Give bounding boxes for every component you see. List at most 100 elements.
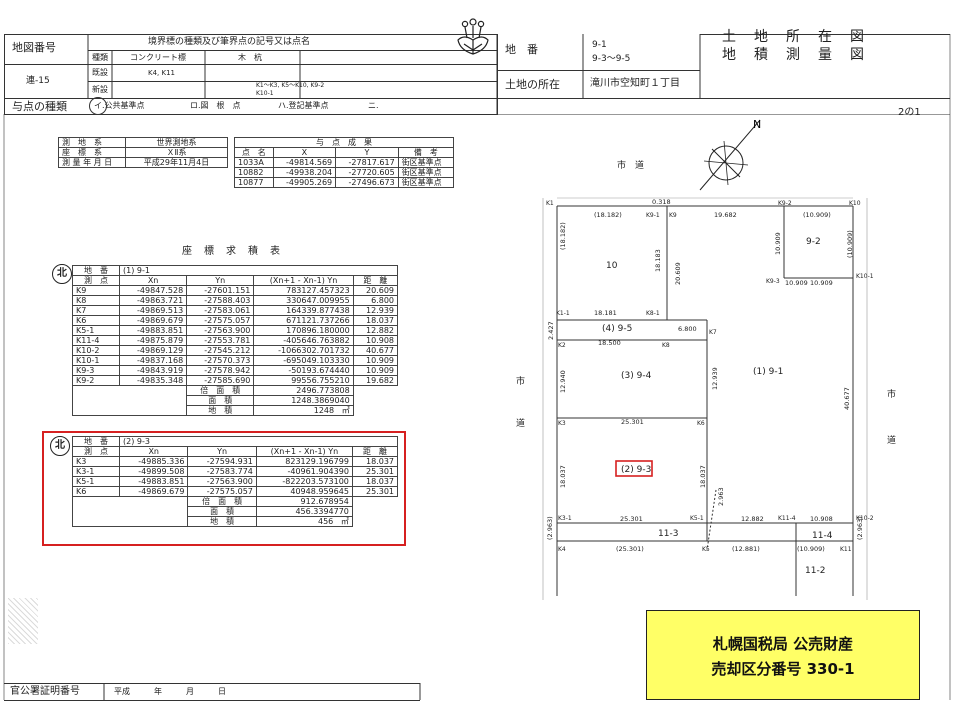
new-wood-2: K10-1 — [256, 90, 274, 97]
cert-number-label: 官公署証明番号 — [10, 686, 80, 697]
location-label: 土地の所在 — [505, 78, 560, 91]
given-points-table: 与 点 成 果 点 名 X Y 備 考 1033A-49814.569-2781… — [234, 137, 455, 188]
unit-label: ㎡ — [341, 406, 350, 415]
unit-label: ㎡ — [340, 517, 349, 526]
dim-20609: 20.609 — [674, 262, 682, 285]
point-k8: K8 — [662, 342, 670, 349]
road-right-1: 市 — [887, 388, 896, 400]
point-k10-2: K10-2 — [856, 515, 874, 522]
dim-10909vp: (10.909) — [846, 230, 854, 258]
highlight-box-9-3 — [42, 431, 406, 546]
point-k2: K2 — [558, 342, 566, 349]
page-number: 2の1 — [898, 107, 921, 118]
point-k3: K3 — [558, 420, 566, 427]
dim-2963: 2.963 — [717, 487, 725, 506]
lot-11-2: 11-2 — [805, 566, 825, 576]
seal-north-2: 北 — [50, 436, 70, 456]
title-location-map: 土 地 所 在 図 — [722, 29, 866, 45]
dim-18037a: 18.037 — [559, 465, 567, 488]
new-label: 新設 — [92, 85, 108, 94]
dim-18182: (18.182) — [594, 211, 622, 219]
seal-north-1: 北 — [52, 264, 72, 284]
point-k8-1: K8-1 — [646, 310, 660, 317]
boundary-title: 境界標の種類及び筆界点の記号又は点名 — [148, 37, 311, 47]
lot-9-4: (3) 9-4 — [621, 371, 652, 381]
dim-18500: 18.500 — [598, 339, 621, 347]
point-k11: K11 — [840, 546, 852, 553]
point-k9: K9 — [669, 212, 677, 219]
given-point-option-3: ハ.登記基準点 — [278, 101, 329, 110]
point-k3-1: K3-1 — [558, 515, 572, 522]
lot-9-5: (4) 9-5 — [602, 324, 632, 334]
point-k5: K5 — [702, 546, 710, 553]
lot-9-2: 9-2 — [806, 237, 821, 247]
lot-9-3-highlight — [615, 460, 653, 477]
point-k9-2: K9-2 — [778, 200, 792, 207]
road-left-2: 道 — [516, 417, 525, 429]
dim-12881: (12.881) — [732, 545, 760, 553]
kind-label: 種類 — [92, 53, 108, 62]
map-number-label: 地図番号 — [12, 41, 56, 54]
point-k9-1: K9-1 — [646, 212, 660, 219]
wood-label: 木 杭 — [238, 53, 262, 62]
concrete-label: コンクリート標 — [130, 53, 186, 62]
stamp-smudge — [8, 598, 38, 644]
point-k1: K1 — [546, 200, 554, 207]
land-area-value: 1248 — [313, 406, 335, 415]
existing-label: 既設 — [92, 68, 108, 77]
public-sale-notice: 札幌国税局 公売財産 売却区分番号 330-1 — [646, 610, 920, 700]
road-right-2: 道 — [887, 434, 896, 446]
lot-10: 10 — [606, 261, 618, 271]
dim-12882: 12.882 — [741, 515, 764, 523]
dim-12940: 12.940 — [559, 370, 567, 393]
given-point-option-1: イ.公共基準点 — [94, 101, 145, 110]
road-left-1: 市 — [516, 375, 525, 387]
table-cell: 25.301 — [351, 486, 399, 497]
dim-2427: 2.427 — [547, 321, 555, 340]
given-point-label: 与点の種類 — [12, 100, 67, 113]
dim-2963r: (2.963) — [856, 516, 864, 540]
land-area-value: 456 — [317, 517, 334, 526]
notice-line-1: 札幌国税局 公売財産 — [712, 635, 854, 653]
dim-25301p: (25.301) — [616, 545, 644, 553]
point-k5-1: K5-1 — [690, 515, 704, 522]
point-k1-1: K1-1 — [556, 310, 570, 317]
cert-date: 平成 年 月 日 — [114, 687, 226, 696]
lot-label: 地 番 — [505, 43, 538, 56]
north-arrow-icon — [699, 119, 761, 191]
paulownia-crest-icon — [457, 18, 489, 55]
given-point-option-4: ニ. — [368, 101, 379, 110]
lot-value-2: 9-3～9-5 — [592, 54, 631, 64]
point-k9-3: K9-3 — [766, 278, 780, 285]
dim-10909b: 10.909 — [785, 279, 808, 287]
dim-18037b: 18.037 — [699, 465, 707, 488]
given-point-option-2: ロ.図 根 点 — [190, 101, 241, 110]
road-top: 市 道 — [617, 159, 644, 171]
lot-11-4: 11-4 — [812, 531, 833, 541]
dim-18182v: (18.182) — [559, 222, 567, 250]
dim-2963l: (2.963) — [546, 516, 554, 540]
point-k4: K4 — [558, 546, 566, 553]
land-area-label: 地 積 — [187, 516, 257, 527]
dim-40677: 40.677 — [843, 387, 851, 410]
survey-date-value: 平成29年11月4日 — [125, 157, 228, 168]
title-survey-map: 地 積 測 量 図 — [722, 47, 866, 63]
new-wood: K1～K3, K5～K10, K9-2 — [256, 82, 325, 89]
dim-12939: 12.939 — [711, 367, 719, 390]
point-k6: K6 — [697, 420, 705, 427]
lot-value-1: 9-1 — [592, 40, 607, 50]
point-k7: K7 — [709, 329, 717, 336]
point-k11-4: K11-4 — [778, 515, 796, 522]
